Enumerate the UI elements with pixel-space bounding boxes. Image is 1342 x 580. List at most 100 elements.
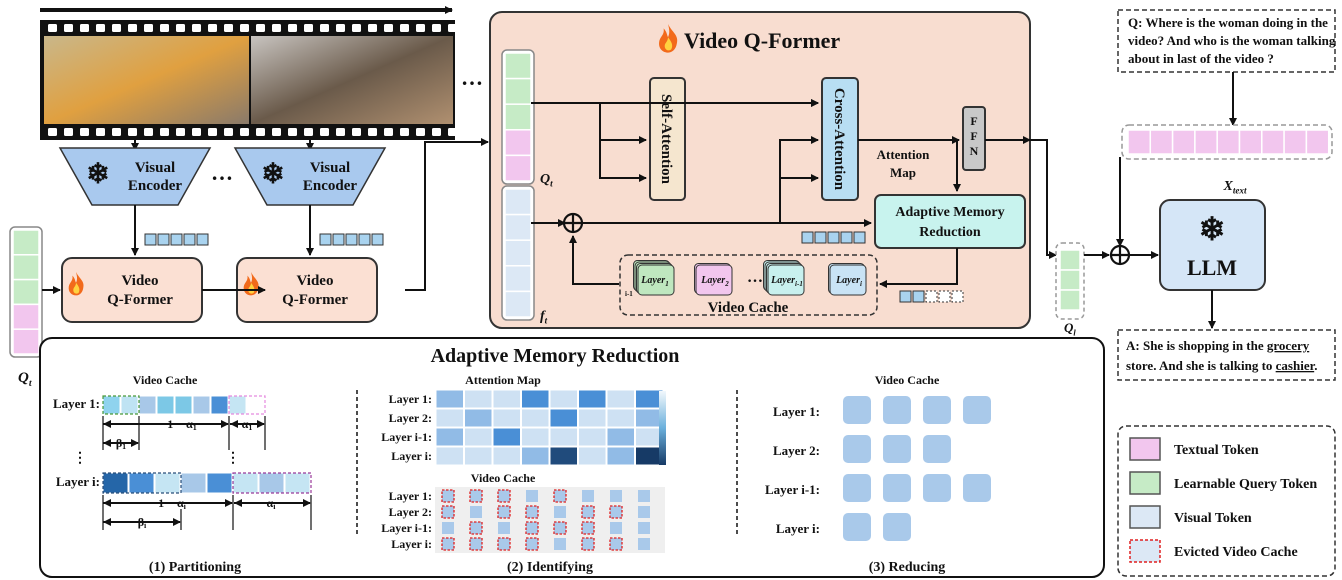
attention-cell <box>635 446 664 466</box>
colorbar <box>659 391 666 465</box>
snowflake-icon: ❄ <box>1199 211 1226 247</box>
textual-token <box>1305 129 1330 155</box>
textual-token <box>1171 129 1196 155</box>
sprocket-hole <box>240 128 249 136</box>
reducing-heading: Video Cache <box>875 373 940 387</box>
attention-cell <box>606 446 635 466</box>
sprocket-hole <box>416 128 425 136</box>
attention-cell <box>549 427 578 447</box>
token <box>12 328 40 355</box>
identifying-caption: (2) Identifying <box>507 560 593 575</box>
sprocket-hole <box>320 128 329 136</box>
sprocket-hole <box>256 128 265 136</box>
cache-to-cross-k <box>779 136 819 223</box>
sprocket-hole <box>352 128 361 136</box>
evicted-cache-cell <box>525 521 539 535</box>
retained-cache-cell <box>923 435 951 463</box>
sprocket-hole <box>256 24 265 32</box>
alpha-region <box>232 472 312 494</box>
cache-cell <box>610 522 622 534</box>
textual-token <box>1238 129 1263 155</box>
beta-region <box>102 395 140 415</box>
cache-cell <box>638 506 650 518</box>
evicted-cache-cell <box>525 537 539 551</box>
attention-cell <box>578 427 607 447</box>
video-frame-1 <box>44 36 249 124</box>
video-frame-2 <box>251 36 453 124</box>
evicted-cache-cell <box>497 537 511 551</box>
token <box>504 213 532 241</box>
sprocket-hole <box>352 24 361 32</box>
qt-label-main: Q <box>18 370 29 386</box>
sprocket-hole <box>448 24 457 32</box>
cache-cell <box>156 395 175 415</box>
qformer-label: Video <box>122 273 159 289</box>
cache-cell <box>498 522 510 534</box>
retained-cache-cell <box>843 513 871 541</box>
token <box>504 103 532 131</box>
cache-cell <box>610 490 622 502</box>
cache-cell <box>470 506 482 518</box>
frame-features <box>501 185 535 321</box>
reducing-caption: (3) Reducing <box>869 560 946 575</box>
attention-cell <box>521 389 550 409</box>
amr-panel-title: Adaptive Memory Reduction <box>431 345 680 367</box>
sprocket-hole <box>416 24 425 32</box>
sprocket-hole <box>224 24 233 32</box>
row-label: Layer i-1: <box>381 430 432 444</box>
cache-cell <box>582 490 594 502</box>
ft-label-main: f <box>540 309 546 324</box>
token <box>504 154 532 182</box>
ffn-block: FFN <box>962 106 986 171</box>
visual-token <box>827 231 840 244</box>
amr-label: Adaptive Memory <box>895 205 1004 220</box>
attention-cell <box>464 427 493 447</box>
attention-cell <box>549 446 578 466</box>
video-film-strip <box>40 20 457 140</box>
answer-highlight: cashier <box>1276 358 1316 373</box>
video-cache-label: Video Cache <box>708 300 789 316</box>
visual-token <box>801 231 814 244</box>
visual-token <box>371 233 384 246</box>
row-label: Layer i: <box>776 521 820 536</box>
main-to-ql <box>1030 139 1057 259</box>
textual-token <box>1194 129 1218 155</box>
qt-label: Qt <box>18 370 32 389</box>
cache-cell <box>138 395 157 415</box>
textual-token <box>1261 129 1285 155</box>
vdots: ⋮ <box>226 451 240 466</box>
sprocket-hole <box>192 24 201 32</box>
sprocket-hole <box>160 128 169 136</box>
q-to-self-attention-v <box>599 103 647 182</box>
encoder-shape <box>58 147 212 206</box>
textual-token <box>1216 129 1241 155</box>
textual-token <box>1149 129 1174 155</box>
amr-label: Reduction <box>919 225 981 240</box>
sprocket-hole <box>224 128 233 136</box>
qt-label-main: Qt <box>540 172 553 189</box>
legend-swatch <box>1129 437 1161 461</box>
stack-count-label: i-1 <box>625 290 633 298</box>
self-attention-label: Self-Attention <box>658 94 674 185</box>
answer-line-1: A: She is shopping in the grocery <box>1126 338 1310 353</box>
x-text-label-sub: text <box>1233 186 1247 196</box>
cache-cell <box>210 395 229 415</box>
visual-token <box>144 233 157 246</box>
sprocket-hole <box>96 128 105 136</box>
attention-map-heading: Attention Map <box>465 373 541 387</box>
visual-tokens-main <box>801 231 866 244</box>
qt-label-main-main: Q <box>540 172 550 187</box>
sprocket-hole <box>64 24 73 32</box>
retained-cache-cell <box>883 513 911 541</box>
evicted-cache-cell <box>497 505 511 519</box>
attention-cell <box>606 389 635 409</box>
textual-token <box>1283 129 1308 155</box>
sprocket-hole <box>304 128 313 136</box>
sprocket-hole <box>160 24 169 32</box>
cache-cell <box>284 472 311 494</box>
cache-cell <box>228 395 247 415</box>
ft-label-sub: t <box>545 316 548 326</box>
sprocket-hole <box>448 128 457 136</box>
